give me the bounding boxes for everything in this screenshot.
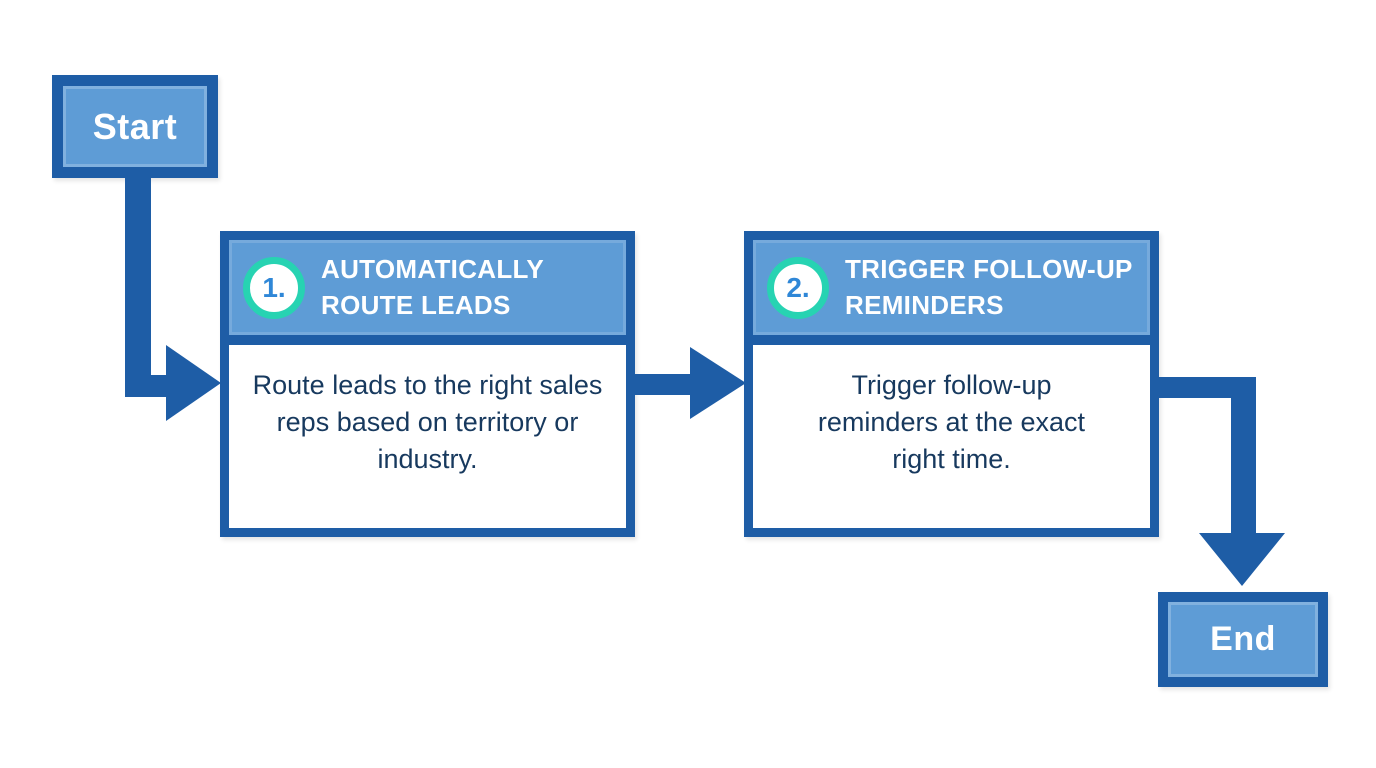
step2-body: Trigger follow-up reminders at the exact… <box>753 345 1150 528</box>
step2-header: 2. TRIGGER FOLLOW-UP REMINDERS <box>753 240 1150 345</box>
step1-number-badge: 1. <box>243 256 305 319</box>
step2-description: Trigger follow-up reminders at the exact… <box>817 370 1086 474</box>
step1-title: AUTOMATICALLY ROUTE LEADS <box>321 254 544 320</box>
arrow-start-to-step1-horizontal-segment <box>125 375 170 397</box>
arrowhead-down-icon <box>1199 533 1285 586</box>
step1-number: 1. <box>262 271 286 303</box>
arrow-start-to-step1-vertical-segment <box>125 177 151 397</box>
arrowhead-right-icon <box>166 345 221 421</box>
step1-header: 1. AUTOMATICALLY ROUTE LEADS <box>229 240 626 345</box>
step1-body: Route leads to the right sales reps base… <box>229 345 626 528</box>
arrow-step2-to-end-vertical-segment <box>1231 377 1256 535</box>
step2-title: TRIGGER FOLLOW-UP REMINDERS <box>845 254 1133 320</box>
step2-number: 2. <box>786 271 810 303</box>
arrowhead-right-icon <box>690 347 746 419</box>
start-node: Start <box>52 75 218 178</box>
start-label: Start <box>92 105 178 147</box>
end-node: End <box>1158 592 1328 687</box>
step2-number-badge: 2. <box>767 256 829 319</box>
end-label: End <box>1210 620 1276 658</box>
step1-node: 1. AUTOMATICALLY ROUTE LEADS Route leads… <box>220 231 635 537</box>
arrow-step1-to-step2-segment <box>633 374 693 395</box>
step2-node: 2. TRIGGER FOLLOW-UP REMINDERS Trigger f… <box>744 231 1159 537</box>
step1-description: Route leads to the right sales reps base… <box>252 370 603 474</box>
